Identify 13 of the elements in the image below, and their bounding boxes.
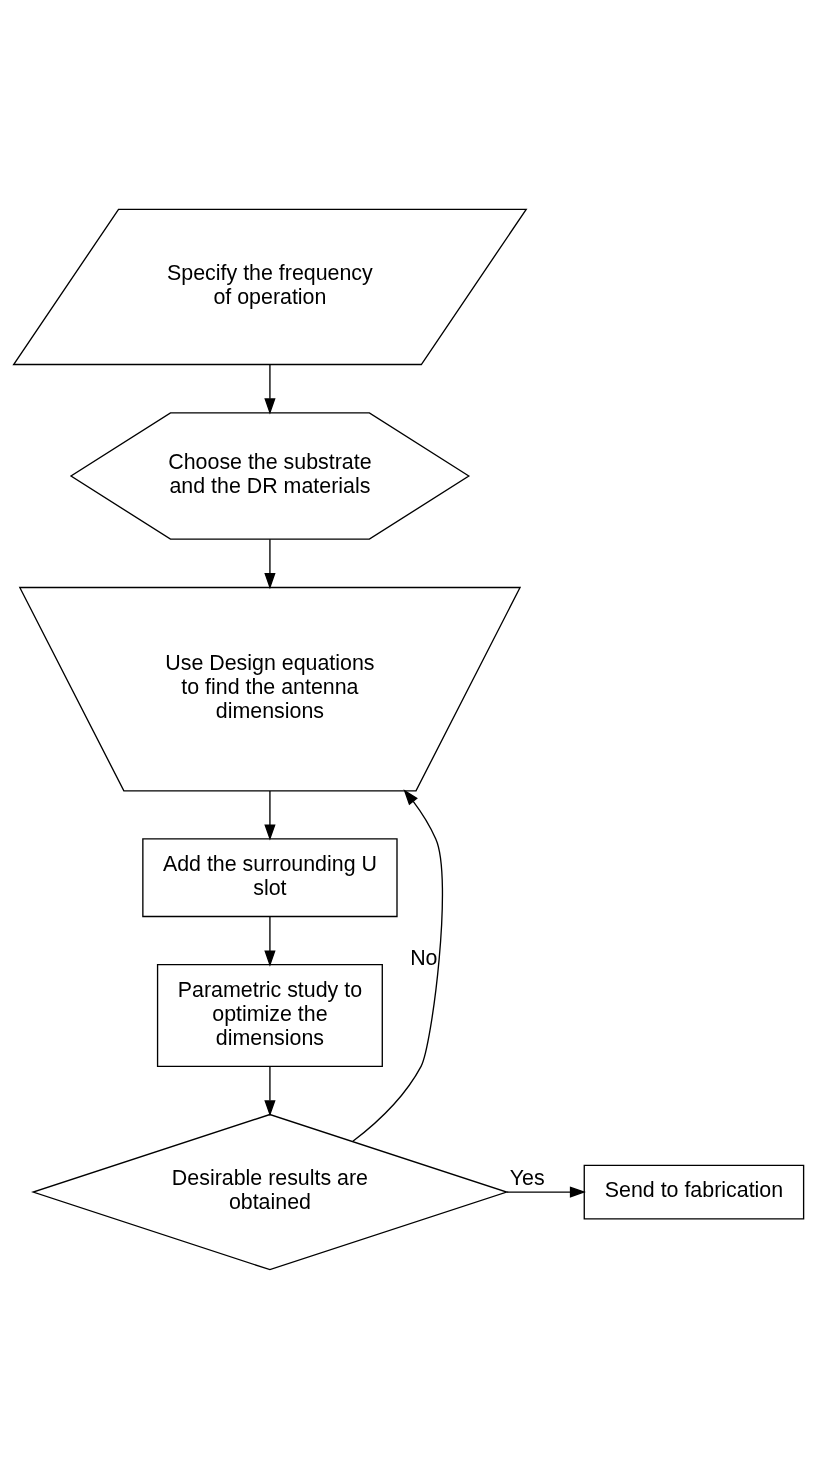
edge-label: Yes — [509, 1165, 545, 1190]
node-box: Add the surrounding U slot — [142, 837, 398, 917]
edge-label: No — [410, 945, 438, 970]
arrow — [352, 788, 444, 1142]
node-box: Parametric study to optimize the dimensions — [156, 963, 383, 1067]
arrow — [264, 789, 276, 841]
arrow — [506, 1185, 586, 1198]
arrow — [264, 363, 276, 414]
arrow — [264, 538, 276, 589]
arrow — [264, 1065, 276, 1116]
node-diamond: Desirable results are obtained — [31, 1113, 509, 1270]
node-box: Send to fabrication — [583, 1164, 805, 1219]
arrow — [264, 915, 276, 967]
